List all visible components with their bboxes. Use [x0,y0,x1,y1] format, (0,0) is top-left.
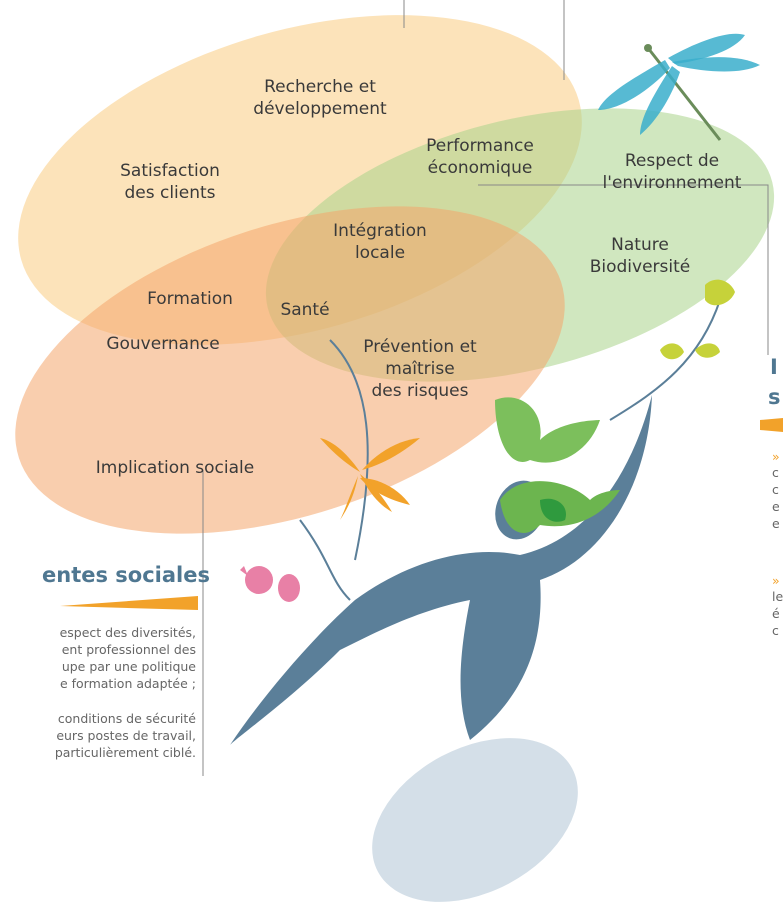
label-satisfaction: Satisfaction des clients [120,161,220,203]
left-panel-heading: entes sociales [42,563,210,587]
left-panel-paragraph-1: espect des diversités, ent professionnel… [59,625,196,691]
connector-line [478,184,769,355]
label-formation: Formation [147,289,233,309]
plant-stem [329,339,369,561]
right-panel-heading-2: s [768,385,781,409]
label-sante: Santé [280,300,330,320]
ellipse-social [15,206,565,534]
right-panel-paragraph-1: c c e e [772,465,780,531]
right-panel-bullet-2: » [772,573,780,588]
plant-stem [299,519,351,601]
accent-bar-right [760,418,783,432]
right-panel-heading-1: I [770,355,778,379]
bud-icon [240,566,300,602]
label-gouvernance: Gouvernance [106,334,220,354]
flower-icon [320,438,420,520]
figure-shadow [372,738,578,902]
label-performance: Performance économique [426,136,534,178]
accent-bar-left [60,596,198,610]
label-integration: Intégration locale [333,221,427,263]
right-panel-bullet-1: » [772,449,780,464]
dragonfly-icon [598,33,760,141]
label-implication: Implication sociale [95,458,255,478]
label-environnement: Respect de l'environnement [602,151,742,193]
label-nature: Nature Biodiversité [589,235,691,277]
leaf-icon [495,397,620,533]
flower-icon [660,279,735,360]
plant-stem [609,299,721,421]
right-panel-paragraph-2: le é c [772,589,783,638]
left-panel-paragraph-2: conditions de sécurité eurs postes de tr… [54,711,196,760]
label-prevention: Prévention et maîtrise des risques [363,337,477,401]
label-recherche: Recherche et développement [253,77,387,119]
